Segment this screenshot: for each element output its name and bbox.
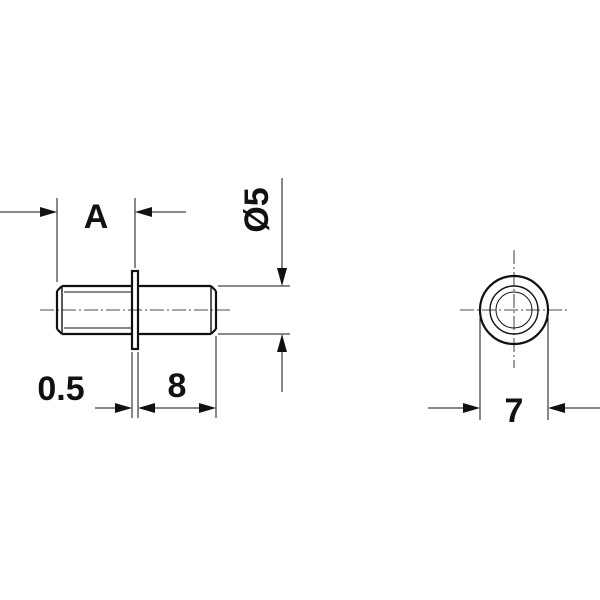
dimension-diameter: Ø5: [218, 178, 290, 392]
dimension-outer-label: 7: [505, 392, 524, 430]
end-view-inner-circle: [495, 291, 533, 329]
dimension-a-label: A: [84, 198, 109, 236]
side-view: A Ø5 0.5 8: [0, 178, 290, 418]
end-view-outer-circle: [478, 274, 550, 346]
dimension-collar-label: 0.5: [37, 370, 84, 408]
dimension-outer: 7: [428, 318, 600, 430]
end-view: 7: [428, 250, 600, 430]
dimension-diameter-label: Ø5: [238, 187, 276, 232]
dimension-length-label: 8: [168, 367, 187, 405]
dimension-collar-and-length: 0.5 8: [37, 336, 217, 418]
end-view-middle-circle: [489, 285, 539, 335]
dimension-a: A: [0, 198, 186, 282]
